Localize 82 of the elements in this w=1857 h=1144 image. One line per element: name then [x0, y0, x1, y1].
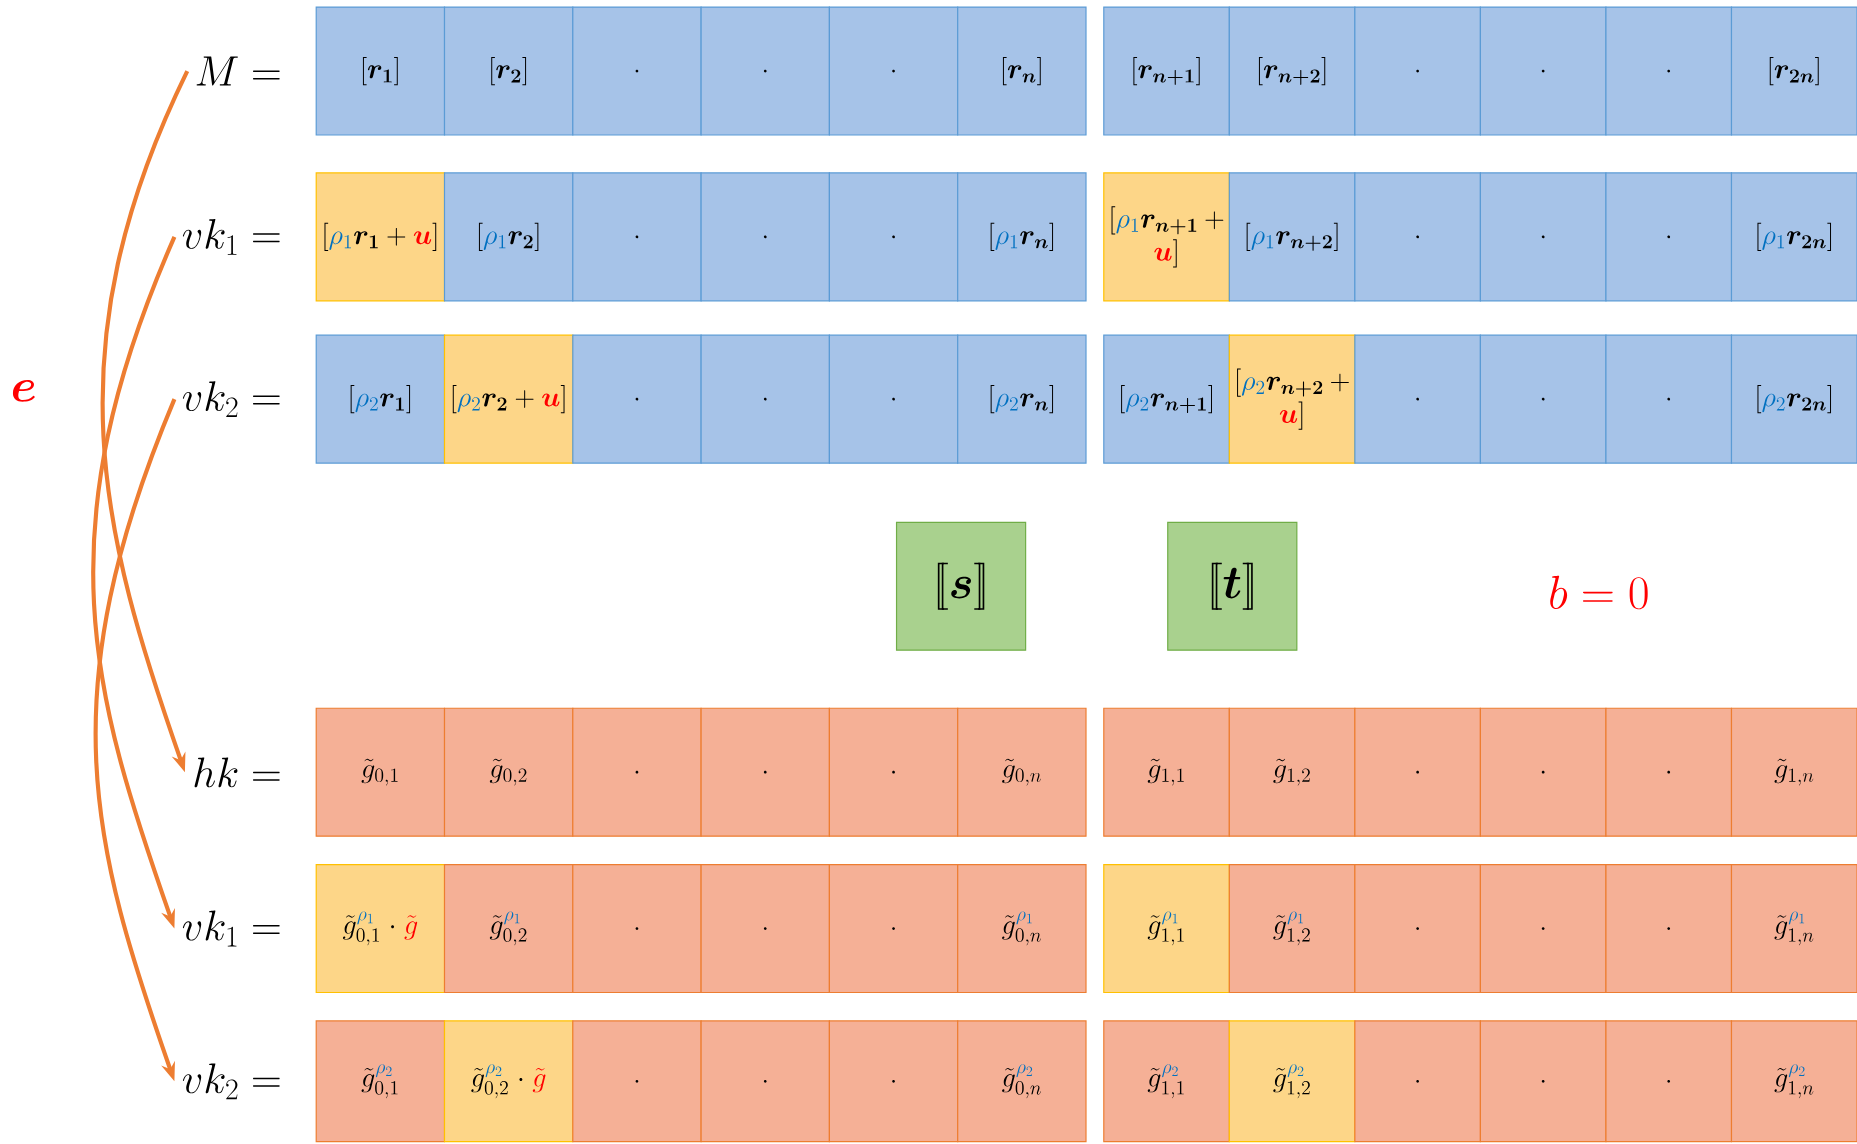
vector-cell: $\tilde{g}_{1,n}$ [1730, 707, 1857, 837]
vector-cell: $.$ [700, 707, 830, 837]
vector-cell: $.$ [1479, 172, 1607, 302]
vector-cell: $.$ [828, 6, 959, 136]
vector-cell: $.$ [1479, 707, 1607, 837]
row-label: $vk_2 =$ [182, 381, 280, 418]
vector-cell: $.$ [1354, 1020, 1481, 1143]
row-label: $vk_2 =$ [182, 1063, 280, 1100]
share-box: $[\![\boldsymbol{t}]\!]$ [1167, 521, 1298, 651]
vector-cell: $.$ [828, 1020, 959, 1143]
vector-cell: $.$ [572, 172, 702, 302]
vector-cell: $\tilde{g}_{1,1}^{{\color[HTML]{0070C0}\rho_2}}$ [1103, 1020, 1230, 1143]
row-label: $hk =$ [194, 757, 280, 788]
vector-cell: $[{\color[HTML]{0070C0}\rho_2}\boldsymbol{r_{1}}]$ [315, 334, 446, 464]
vector-cell: $\tilde{g}_{0,2}^{{\color[HTML]{0070C0}\rho_2}} \cdot {\color{red}\tilde{g}}$ [443, 1020, 574, 1143]
vector-cell: $.$ [572, 863, 702, 994]
vector-cell: $\tilde{g}_{0,1}^{{\color[HTML]{0070C0}\rho_1}} \cdot {\color{red}\tilde{g}}$ [315, 863, 446, 994]
vector-cell: $[\boldsymbol{r_{n+2}}]$ [1228, 6, 1356, 136]
vector-cell: $.$ [700, 1020, 830, 1143]
vector-cell: $[\boldsymbol{r_{2}}]$ [443, 6, 574, 136]
vector-cell: $.$ [1605, 707, 1733, 837]
vector-cell: $[{\color[HTML]{0070C0}\rho_2}\boldsymbol{r_{n+1}}]$ [1103, 334, 1230, 464]
vector-cell: $[{\color[HTML]{0070C0}\rho_2}\boldsymbol{r_{n}}]$ [957, 334, 1087, 464]
vector-cell: $.$ [1605, 172, 1733, 302]
vector-cell: $.$ [1354, 172, 1481, 302]
vector-cell: $\tilde{g}_{1,n}^{{\color[HTML]{0070C0}\rho_1}}$ [1730, 863, 1857, 994]
vector-cell: $\tilde{g}_{0,n}^{{\color[HTML]{0070C0}\rho_1}}$ [957, 863, 1087, 994]
vector-cell: $[{\color[HTML]{0070C0}\rho_2}\boldsymbol{r_{n+2}} + {\color{red}\boldsymbol{u}}]$ [1228, 334, 1356, 464]
vector-cell: $.$ [1605, 863, 1733, 994]
vector-cell: $\tilde{g}_{1,2}^{{\color[HTML]{0070C0}\rho_1}}$ [1228, 863, 1356, 994]
vector-cell: $.$ [828, 863, 959, 994]
vector-cell: $[{\color[HTML]{0070C0}\rho_1}\boldsymbol{r_{n}}]$ [957, 172, 1087, 302]
vector-cell: $[{\color[HTML]{0070C0}\rho_1}\boldsymbol{r_{2n}}]$ [1730, 172, 1857, 302]
vector-cell: $.$ [1354, 334, 1481, 464]
vector-cell: $\tilde{g}_{1,n}^{{\color[HTML]{0070C0}\rho_2}}$ [1730, 1020, 1857, 1143]
vector-cell: $[\boldsymbol{r_{2n}}]$ [1730, 6, 1857, 136]
share-box: $[\![\boldsymbol{s}]\!]$ [895, 521, 1027, 651]
vector-cell: $[\boldsymbol{r_{1}}]$ [315, 6, 446, 136]
vector-cell: $.$ [1479, 6, 1607, 136]
math-label: $\boldsymbol{e}$ [12, 379, 35, 402]
vector-cell: $.$ [572, 1020, 702, 1143]
vector-cell: $\tilde{g}_{0,2}^{{\color[HTML]{0070C0}\rho_1}}$ [443, 863, 574, 994]
vector-cell: $\tilde{g}_{0,n}$ [957, 707, 1087, 837]
vector-cell: $.$ [1354, 863, 1481, 994]
row-label: $vk_1 =$ [182, 218, 280, 255]
row-label: $vk_1 =$ [182, 910, 280, 947]
vector-cell: $\tilde{g}_{0,2}$ [443, 707, 574, 837]
vector-cell: $.$ [1479, 1020, 1607, 1143]
vector-cell: $.$ [1605, 334, 1733, 464]
vector-cell: $[{\color[HTML]{0070C0}\rho_1}\boldsymbol{r_{1}} + {\color{red}\boldsymbol{u}}]$ [315, 172, 446, 302]
vector-cell: $\tilde{g}_{0,1}$ [315, 707, 446, 837]
vector-cell: $.$ [1479, 863, 1607, 994]
vector-cell: $.$ [1605, 1020, 1733, 1143]
vector-cell: $.$ [1354, 6, 1481, 136]
vector-cell: $.$ [828, 334, 959, 464]
vector-cell: $.$ [700, 6, 830, 136]
vector-cell: $.$ [700, 863, 830, 994]
vector-cell: $\tilde{g}_{0,n}^{{\color[HTML]{0070C0}\rho_2}}$ [957, 1020, 1087, 1143]
vector-cell: $.$ [572, 334, 702, 464]
vector-cell: $.$ [1605, 6, 1733, 136]
vector-cell: $.$ [1354, 707, 1481, 837]
vector-cell: $\tilde{g}_{1,1}$ [1103, 707, 1230, 837]
vector-cell: $\tilde{g}_{1,2}^{{\color[HTML]{0070C0}\rho_2}}$ [1228, 1020, 1356, 1143]
vector-cell: $[{\color[HTML]{0070C0}\rho_1}\boldsymbol{r_{n+1}} + {\color{red}\boldsymbol{u}}]$ [1103, 172, 1230, 302]
vector-cell: $.$ [828, 172, 959, 302]
vector-cell: $[{\color[HTML]{0070C0}\rho_2}\boldsymbol{r_{2}} + {\color{red}\boldsymbol{u}}]$ [443, 334, 574, 464]
vector-cell: $[\boldsymbol{r_{n}}]$ [957, 6, 1087, 136]
math-label: $b = 0$ [1550, 575, 1648, 610]
row-label: $M =$ [196, 56, 280, 86]
vector-cell: $.$ [700, 172, 830, 302]
vector-cell: $[{\color[HTML]{0070C0}\rho_1}\boldsymbol{r_{n+2}}]$ [1228, 172, 1356, 302]
vector-cell: $.$ [1479, 334, 1607, 464]
vector-cell: $[{\color[HTML]{0070C0}\rho_2}\boldsymbol{r_{2n}}]$ [1730, 334, 1857, 464]
vector-cell: $.$ [700, 334, 830, 464]
vector-cell: $.$ [572, 6, 702, 136]
vector-cell: $[\boldsymbol{r_{n+1}}]$ [1103, 6, 1230, 136]
vector-cell: $[{\color[HTML]{0070C0}\rho_1}\boldsymbol{r_{2}}]$ [443, 172, 574, 302]
vector-cell: $.$ [828, 707, 959, 837]
vector-cell: $\tilde{g}_{1,2}$ [1228, 707, 1356, 837]
vector-cell: $.$ [572, 707, 702, 837]
vector-cell: $\tilde{g}_{1,1}^{{\color[HTML]{0070C0}\rho_1}}$ [1103, 863, 1230, 994]
vector-cell: $\tilde{g}_{0,1}^{{\color[HTML]{0070C0}\rho_2}}$ [315, 1020, 446, 1143]
